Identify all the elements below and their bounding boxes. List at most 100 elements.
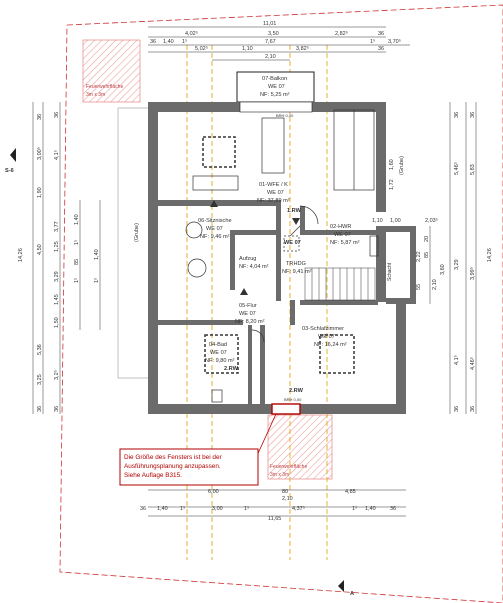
balkon-we: WE 07 bbox=[268, 84, 285, 90]
section-mark-left: S-6 bbox=[5, 148, 16, 174]
sitznische-name: 06-Sitznische bbox=[198, 218, 232, 224]
brh2-marker: BRH 0,00 bbox=[284, 397, 302, 402]
dim-top-r3-1: 1,40 bbox=[163, 39, 174, 45]
hwr-nf: NF: 5,87 m² bbox=[330, 240, 360, 246]
dim-right-inner-8: 1,72 bbox=[389, 179, 395, 190]
dim-right-a-0: 36 bbox=[470, 112, 476, 118]
dim-bottom-r1-0: 6,00 bbox=[208, 489, 219, 495]
room-hwr: 02-HWR WE 07 NF: 5,87 m² bbox=[330, 224, 360, 246]
callout-line3: Siehe Auflage B315. bbox=[124, 472, 182, 479]
flur-name: 05-Flur bbox=[239, 303, 257, 309]
dim-left-c-4: 1,40 bbox=[94, 249, 100, 260]
dim-lines-top bbox=[148, 26, 410, 61]
dim-left-a-1: 3,00⁵ bbox=[36, 147, 43, 160]
dim-bottom-r2-6: 1⁵ bbox=[352, 505, 357, 512]
dim-right-b-3: 4,1⁵ bbox=[453, 355, 460, 365]
dim-right-inner-6: 3,60 bbox=[440, 264, 446, 275]
dim-top-r3-3: 7,67 bbox=[265, 39, 276, 45]
dim-lines-bottom bbox=[148, 489, 406, 517]
firewall-bottom-line2: 3m x 3m bbox=[270, 472, 289, 478]
dim-top-r2-3: 36 bbox=[378, 31, 384, 37]
bad-name: 04-Bad bbox=[209, 342, 227, 348]
dim-top-r3-0: 36 bbox=[150, 39, 156, 45]
room-wfk: 01-WFE / K WE 07 NF: 37,89 m² bbox=[257, 182, 290, 204]
dim-right-inner-1: 2,03⁵ bbox=[425, 217, 438, 224]
dim-right-b-1: 5,46⁵ bbox=[453, 162, 460, 175]
dim-left-b-3: 1,25 bbox=[54, 241, 60, 252]
dim-bottom-r2-4: 1⁵ bbox=[244, 505, 249, 512]
schlafzimmer-name: 03-Schlafzimmer bbox=[302, 326, 344, 332]
room-trhdg: TRHDG NF: 9,41 m² bbox=[282, 261, 312, 275]
dim-left-c-2: 85 bbox=[74, 259, 80, 265]
dim-right-inner-0: 1,00 bbox=[390, 218, 401, 224]
dim-top-r4-3: 36 bbox=[378, 46, 384, 52]
firewall-area-top: Feuerwehrfläche 3m x 3m bbox=[82, 39, 141, 103]
furniture bbox=[185, 109, 379, 403]
callout-line1: Die Größe des Fensters ist bei der bbox=[124, 454, 223, 461]
dim-right-inner-11: (Grube) bbox=[399, 156, 405, 175]
rw2-marker: 2.RW bbox=[224, 366, 239, 372]
dim-left-c-5: 1⁵ bbox=[93, 278, 100, 283]
dim-top-r3-5: 3,70⁵ bbox=[388, 38, 401, 45]
firewall-bottom-line1: Feuerwehrfläche bbox=[270, 464, 307, 470]
dim-bottom-r2-7: 1,40 bbox=[365, 506, 376, 512]
balkon-nf: NF: 5,25 m² bbox=[260, 92, 290, 98]
room-sitznische: 06-Sitznische WE 07 NF: 9,46 m² bbox=[198, 218, 232, 240]
dim-top-r5: 2,10 bbox=[265, 54, 276, 60]
dim-bottom-overall: 11,65 bbox=[268, 516, 281, 522]
window-callout: Die Größe des Fensters ist bei der Ausfü… bbox=[119, 413, 277, 486]
neighbour-outline bbox=[117, 107, 151, 379]
room-schlafzimmer: 03-Schlafzimmer WE 07 NF: 16,24 m² bbox=[302, 326, 347, 348]
callout-line2: Ausführungsplanung anzupassen. bbox=[124, 463, 221, 470]
dim-bottom-r2-1: 1,40 bbox=[157, 506, 168, 512]
section-mark-bottom: A bbox=[338, 580, 354, 597]
dim-right-outer: 14,26 bbox=[487, 248, 493, 262]
dim-right-inner-9: 2,10 bbox=[432, 279, 438, 290]
balcony-window bbox=[239, 101, 313, 113]
dim-bottom-r1-1: 80 bbox=[282, 489, 288, 495]
arrow-up-icon-2 bbox=[240, 288, 248, 295]
dim-right-inner-4: 85 bbox=[424, 252, 430, 258]
trhdg-nf: NF: 9,41 m² bbox=[282, 269, 312, 275]
section-left-label: S-6 bbox=[5, 168, 14, 174]
dim-right-inner-3: 20 bbox=[424, 236, 430, 242]
flur-we: WE 07 bbox=[239, 311, 256, 317]
dim-left-b-0: 36 bbox=[54, 112, 60, 118]
dim-top-r4-0: 5,02⁵ bbox=[195, 45, 208, 52]
dim-left-a-5: 3,25 bbox=[37, 374, 43, 385]
room-flur: 05-Flur WE 07 NF: 8,20 m² bbox=[235, 303, 265, 325]
dim-bottom-r2-2: 1⁵ bbox=[180, 505, 185, 512]
dim-lines-right bbox=[429, 102, 477, 414]
dim-left-c-0: 1,40 bbox=[74, 214, 80, 225]
arrow-down-icon bbox=[292, 218, 300, 225]
dim-left-c-3: 1⁵ bbox=[73, 278, 80, 283]
dim-right-b-0: 36 bbox=[454, 112, 460, 118]
aufzug-nf: NF: 4,04 m² bbox=[239, 264, 269, 270]
dim-top-r2-2: 2,82⁵ bbox=[335, 30, 348, 37]
dim-top-r2-0: 4,02⁵ bbox=[185, 30, 198, 37]
stairs bbox=[304, 267, 376, 301]
hwr-name: 02-HWR bbox=[330, 224, 351, 230]
firewall-top-line1: Feuerwehrfläche bbox=[86, 84, 123, 90]
dim-left-c-1: 1⁵ bbox=[73, 240, 80, 245]
dim-left-b-1: 4,1⁵ bbox=[53, 150, 60, 160]
dim-left-a-3: 4,50 bbox=[37, 244, 43, 255]
dim-bottom-r1b: 2,10 bbox=[282, 496, 293, 502]
rw1-marker: 1.RW bbox=[287, 208, 302, 214]
dim-right-a-3: 4,46⁵ bbox=[469, 357, 476, 370]
dim-right-b-4: 36 bbox=[454, 406, 460, 412]
room-aufzug: Aufzug NF: 4,04 m² bbox=[239, 256, 269, 270]
flur-nf: NF: 8,20 m² bbox=[235, 319, 265, 325]
room-bad: 04-Bad WE 07 NF: 9,80 m² bbox=[205, 342, 235, 364]
dim-lines-left bbox=[32, 102, 101, 414]
dim-bottom-r2-3: 3,00 bbox=[212, 506, 223, 512]
aufzug-name: Aufzug bbox=[239, 256, 256, 262]
dim-top-r4-1: 1,10 bbox=[242, 46, 253, 52]
bad-we: WE 07 bbox=[210, 350, 227, 356]
dim-bottom-r2-8: 36 bbox=[390, 506, 396, 512]
brh1-marker: BRH 0,00 bbox=[276, 113, 294, 118]
inner-walls bbox=[158, 200, 380, 404]
dim-left-b-4: 3,29 bbox=[54, 271, 60, 282]
dim-top-overall: 11,01 bbox=[263, 21, 276, 27]
